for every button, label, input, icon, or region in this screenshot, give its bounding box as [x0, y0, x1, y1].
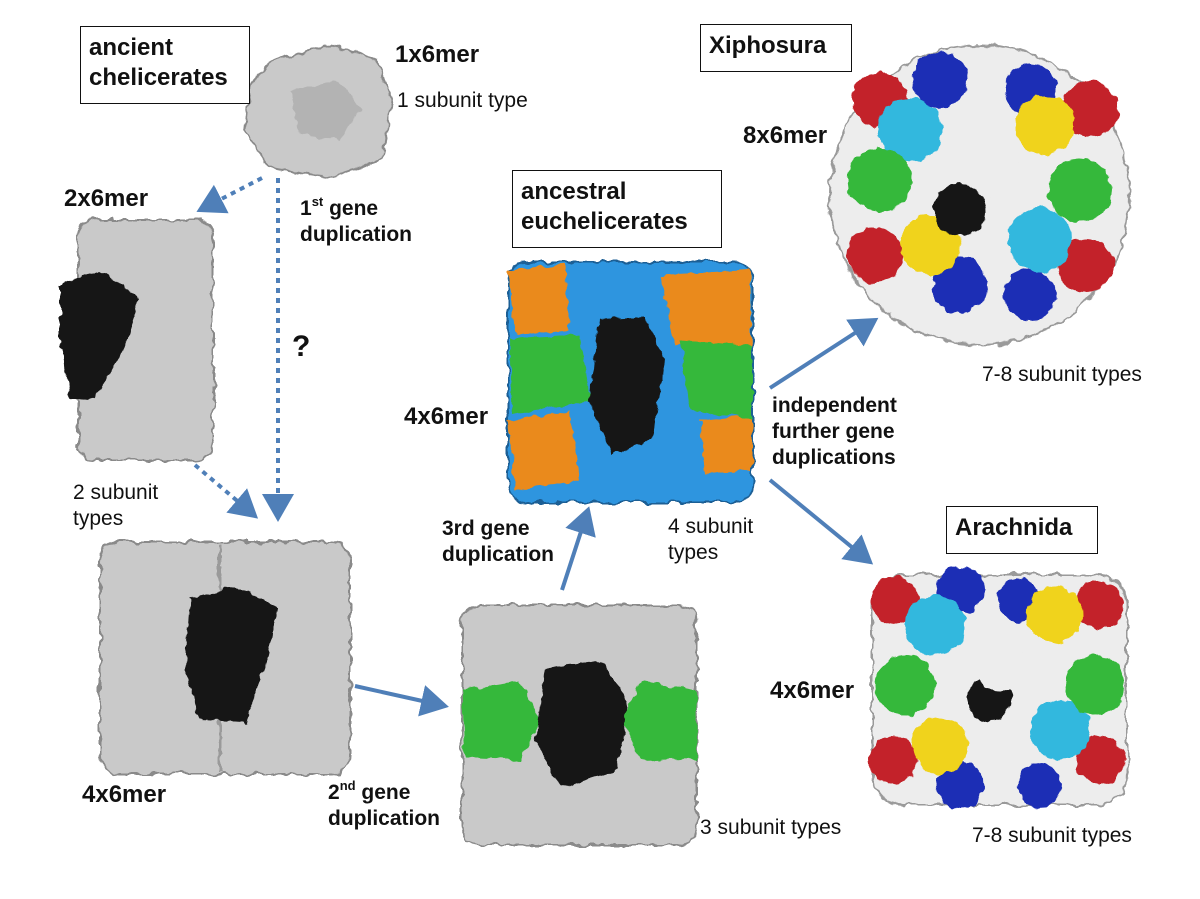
label-2-subunit-line1: 2 subunit: [73, 481, 159, 504]
label-2nd-gene-duplication: 2nd gene duplication: [328, 778, 440, 832]
label-3rd-gene-duplication: 3rd gene duplication: [442, 516, 554, 568]
label-2nd-sup: nd: [339, 778, 356, 793]
arrow-ancestral-to-arachnida: [768, 478, 874, 565]
box-arachnida: Arachnida: [946, 506, 1098, 554]
arrow-ancient-to-2x6mer: [196, 176, 263, 214]
label-3-subunit: 3 subunit types: [700, 816, 842, 839]
label-question-mark: ?: [292, 330, 311, 363]
label-xiphosura-subunits: 7-8 subunit types: [982, 363, 1142, 386]
label-2nd-line2: duplication: [328, 807, 440, 830]
arrow-grey-to-three-subunit: [354, 684, 449, 717]
arrow-three-subunit-to-ancestral: [560, 506, 596, 591]
label-8x6mer: 8x6mer: [743, 122, 828, 149]
label-1st-gene-duplication: 1st gene duplication: [300, 194, 412, 248]
box-ancient-line1: ancient: [89, 34, 174, 61]
label-1st-num: 1: [300, 197, 312, 220]
label-4-subunit: 4 subunit types: [668, 514, 753, 566]
label-4x6mer-grey: 4x6mer: [82, 781, 167, 808]
label-3rd-line1: 3rd gene: [442, 517, 530, 540]
box-ancient-chelicerates: ancient chelicerates: [80, 26, 250, 104]
label-1st-sup: st: [311, 194, 324, 209]
box-ancestral-line1: ancestral: [521, 178, 627, 205]
label-4x6mer-ancestral: 4x6mer: [404, 403, 489, 430]
label-2x6mer: 2x6mer: [64, 185, 149, 212]
label-further-duplications: independent further gene duplications: [772, 393, 897, 471]
label-2nd-num: 2: [328, 781, 340, 804]
arrow-ancestral-to-xiphosura: [768, 317, 879, 390]
box-ancient-line2: chelicerates: [89, 64, 228, 91]
arrows: [193, 176, 879, 717]
label-1st-line2: duplication: [300, 223, 412, 246]
box-ancestral-line2: euchelicerates: [521, 208, 688, 235]
label-1-subunit: 1 subunit type: [397, 89, 528, 112]
xiphosura-8x6mer: [829, 44, 1131, 346]
dodecamer-2x6mer: [60, 219, 214, 461]
label-2nd-rest: gene: [355, 781, 411, 804]
label-1x6mer: 1x6mer: [395, 41, 480, 68]
label-1st-rest: gene: [323, 197, 379, 220]
box-xiphosura: Xiphosura: [700, 24, 852, 72]
grey-4x6mer: [99, 541, 351, 775]
hexamer-1x6mer: [243, 43, 394, 180]
label-further-line1: independent: [772, 394, 897, 417]
arachnida-4x6mer: [869, 566, 1128, 809]
label-further-line3: duplications: [772, 446, 896, 469]
label-2-subunit-line2: types: [73, 507, 124, 530]
arrow-2x6mer-to-4x6mer: [193, 463, 259, 519]
box-xiphosura-label: Xiphosura: [709, 32, 827, 59]
label-4-subunit-line2: types: [668, 541, 719, 564]
label-further-line2: further gene: [772, 420, 895, 443]
label-4-subunit-line1: 4 subunit: [668, 515, 754, 538]
box-ancestral-euchelicerates: ancestral euchelicerates: [512, 170, 722, 248]
three-subunit-4x6mer: [461, 604, 698, 846]
box-arachnida-label: Arachnida: [955, 514, 1073, 541]
label-2-subunit: 2 subunit types: [73, 480, 158, 532]
label-arachnida-subunits: 7-8 subunit types: [972, 824, 1132, 847]
label-4x6mer-arachnida: 4x6mer: [770, 677, 855, 704]
ancestral-4x6mer: [507, 261, 754, 503]
label-3rd-line2: duplication: [442, 543, 554, 566]
